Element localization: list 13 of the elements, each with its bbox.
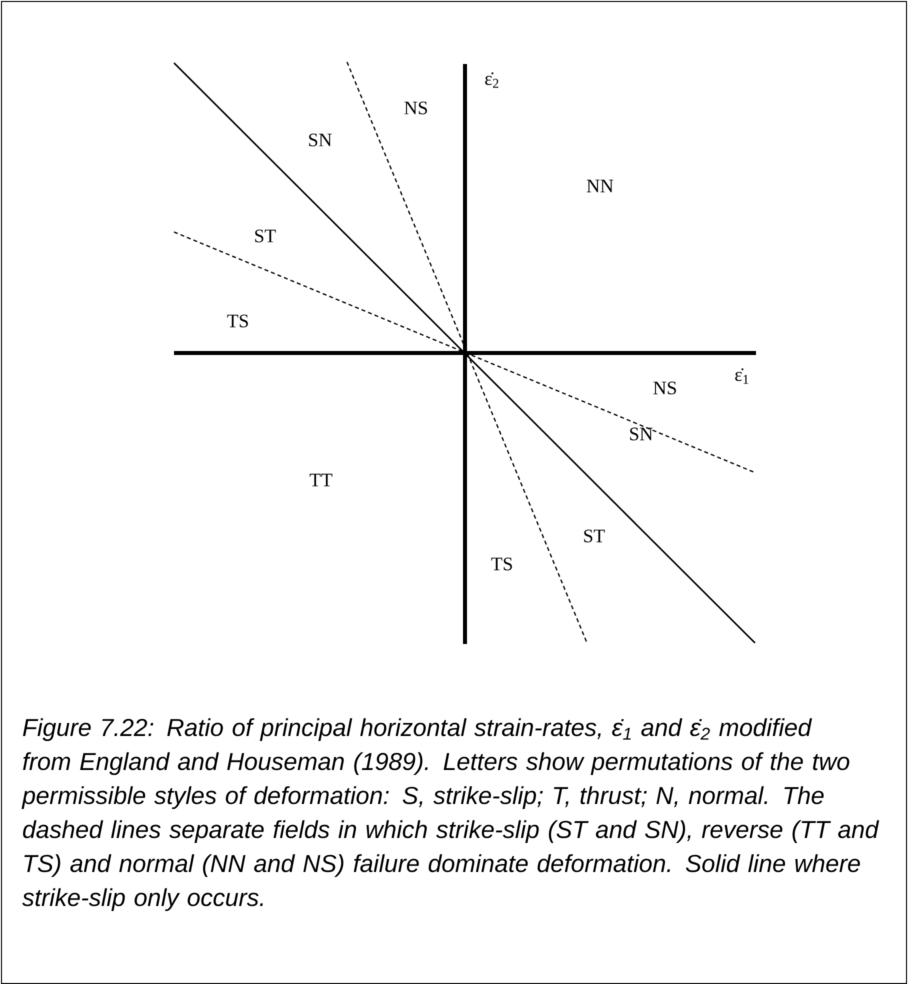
region-label: ε̇$_{1}$: [735, 368, 748, 384]
region-label: TS: [491, 558, 512, 570]
region-label: NN: [586, 180, 614, 192]
caption: Figure 7.22: Ratio of principal horizontal strain-rates, ε̇$_{1}$ and ε̇$_{2}$ modified from England and Houseman (1989). Letters show permutations of the two permissible styles of deformation: S, strike-slip; T, thrust; N, normal. The dashed lines separate fields in which strike-slip (ST and SN), reverse (TT and TS) and normal (NN and NS) failure dominate deformation. Solid line where strike-slip only occurs.: [22, 718, 880, 912]
region-label: SN: [309, 134, 332, 146]
region-label: TS: [227, 314, 248, 328]
region-label: ε̇$_{2}$: [485, 72, 498, 88]
region-label: NS: [404, 102, 427, 114]
region-label: ST: [584, 530, 605, 542]
region-label: NS: [653, 382, 676, 394]
region-label: TT: [310, 474, 332, 486]
region-label: ST: [255, 230, 276, 242]
region-label: SN: [630, 428, 653, 440]
